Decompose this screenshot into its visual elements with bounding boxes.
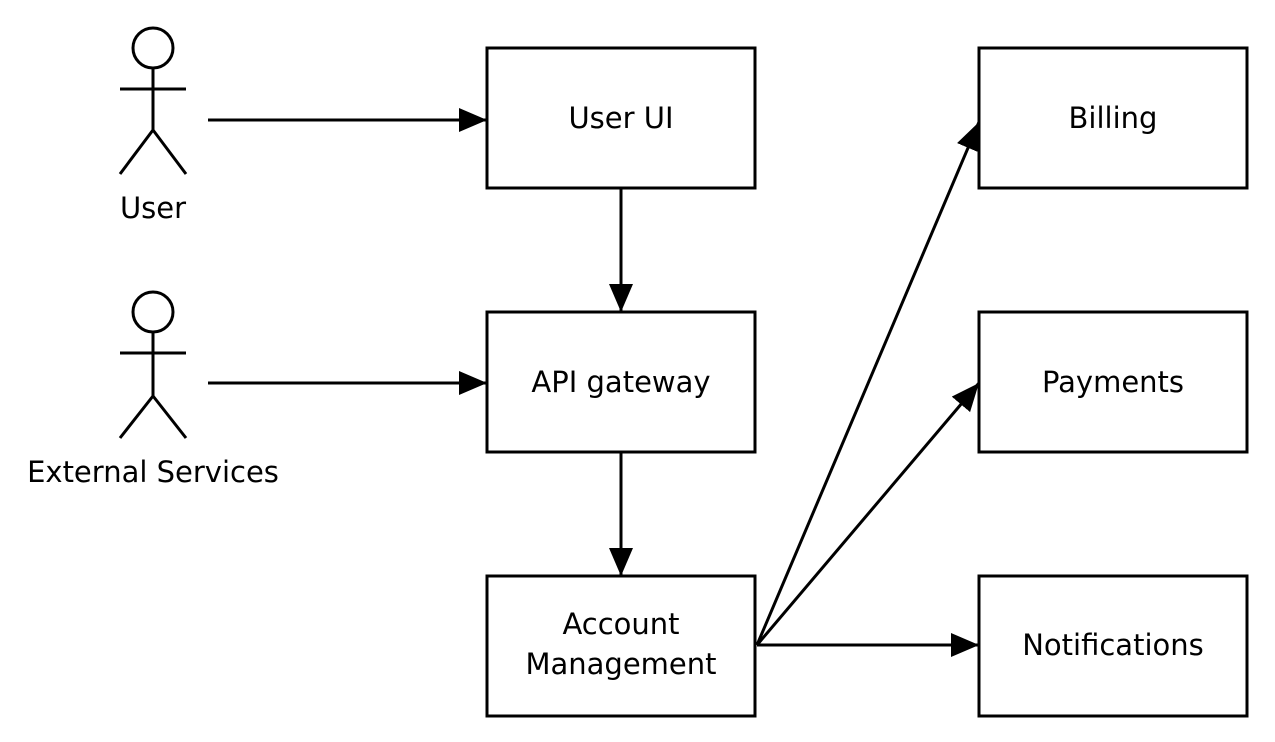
node-billing-label: Billing bbox=[1069, 101, 1158, 135]
node-payments-box bbox=[977, 310, 1249, 454]
node-payments: Payments bbox=[977, 310, 1249, 454]
actor-user: User bbox=[118, 26, 188, 225]
actor-external-services: External Services bbox=[27, 290, 279, 489]
node-account-management: Account Management bbox=[485, 574, 757, 718]
actor-external-label: External Services bbox=[27, 455, 279, 489]
actor-external-right-leg bbox=[151, 395, 188, 439]
actor-user-left-leg bbox=[118, 129, 155, 175]
node-payments-label: Payments bbox=[1042, 365, 1184, 399]
node-api-gateway: API gateway bbox=[485, 310, 757, 454]
actor-user-right-leg bbox=[151, 129, 188, 175]
node-billing: Billing bbox=[977, 46, 1249, 190]
node-user-ui: User UI bbox=[485, 46, 757, 190]
actor-user-head bbox=[131, 26, 175, 70]
actor-user-label: User bbox=[120, 191, 186, 225]
actor-external-left-leg bbox=[118, 395, 155, 439]
edge-account-management-to-billing bbox=[755, 121, 981, 646]
node-account-management-label-line1: Account bbox=[562, 607, 679, 641]
node-billing-box bbox=[977, 46, 1249, 190]
node-notifications-label: Notifications bbox=[1022, 628, 1204, 662]
actor-external-head bbox=[131, 290, 175, 334]
node-notifications: Notifications bbox=[977, 574, 1249, 718]
node-api-gateway-label: API gateway bbox=[531, 365, 710, 399]
node-user-ui-label: User UI bbox=[568, 101, 673, 135]
node-user-ui-box bbox=[485, 46, 757, 190]
node-account-management-box bbox=[485, 574, 757, 718]
node-account-management-label-line2: Management bbox=[525, 647, 716, 681]
edge-account-management-to-payments bbox=[755, 382, 981, 646]
